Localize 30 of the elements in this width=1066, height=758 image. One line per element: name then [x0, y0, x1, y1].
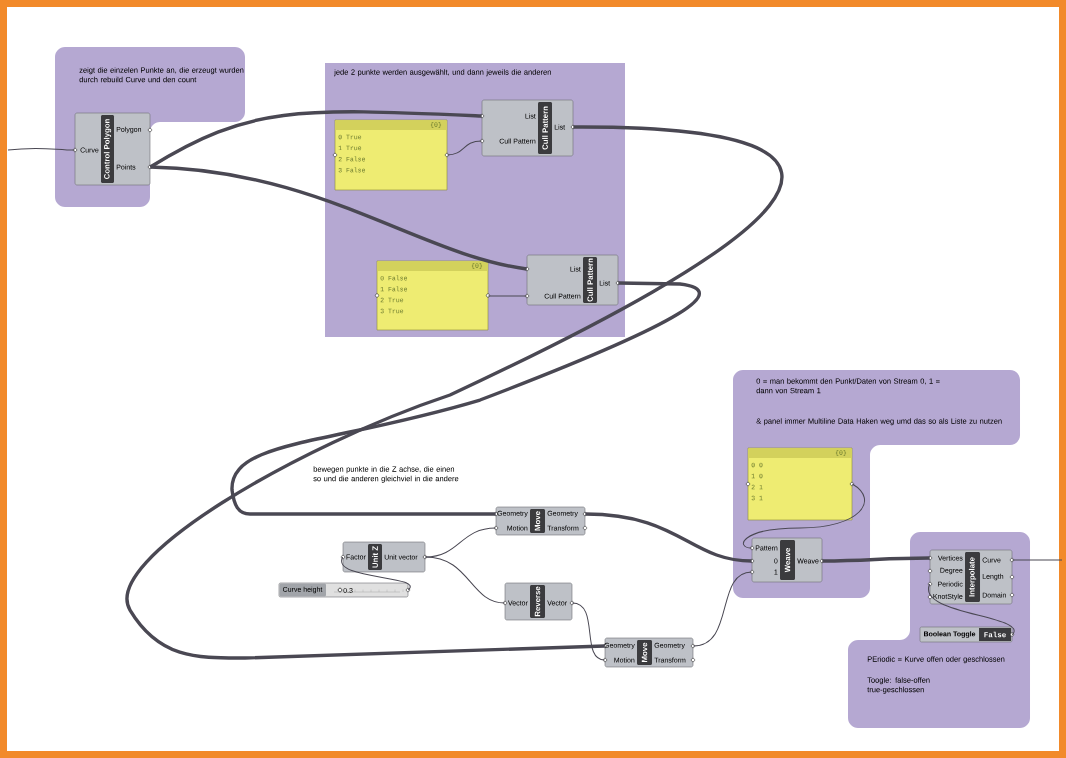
wire	[742, 483, 865, 549]
wire	[822, 556, 930, 563]
boolean-toggle	[919, 626, 1014, 643]
wire	[692, 571, 753, 647]
component-box	[525, 254, 620, 306]
component-box	[750, 537, 824, 583]
panel-box	[375, 260, 490, 331]
wire	[150, 165, 527, 271]
panel-box	[746, 447, 854, 521]
wire	[424, 527, 497, 558]
wire	[230, 281, 701, 516]
component-box	[73, 112, 152, 186]
component-box	[494, 506, 587, 536]
wire	[585, 512, 752, 563]
number-slider	[278, 582, 410, 598]
component-box	[603, 637, 695, 668]
wire	[424, 556, 506, 604]
wire	[7, 147, 76, 151]
component-box	[480, 99, 575, 157]
wire	[446, 140, 483, 156]
wire	[487, 295, 528, 297]
panel-box	[333, 119, 449, 191]
wire	[571, 602, 606, 661]
component-box	[341, 541, 427, 573]
wire	[149, 110, 482, 169]
wire	[1011, 559, 1063, 561]
wire	[127, 125, 782, 660]
wire	[341, 556, 411, 591]
component-box	[503, 582, 574, 621]
component-box	[928, 549, 1014, 605]
